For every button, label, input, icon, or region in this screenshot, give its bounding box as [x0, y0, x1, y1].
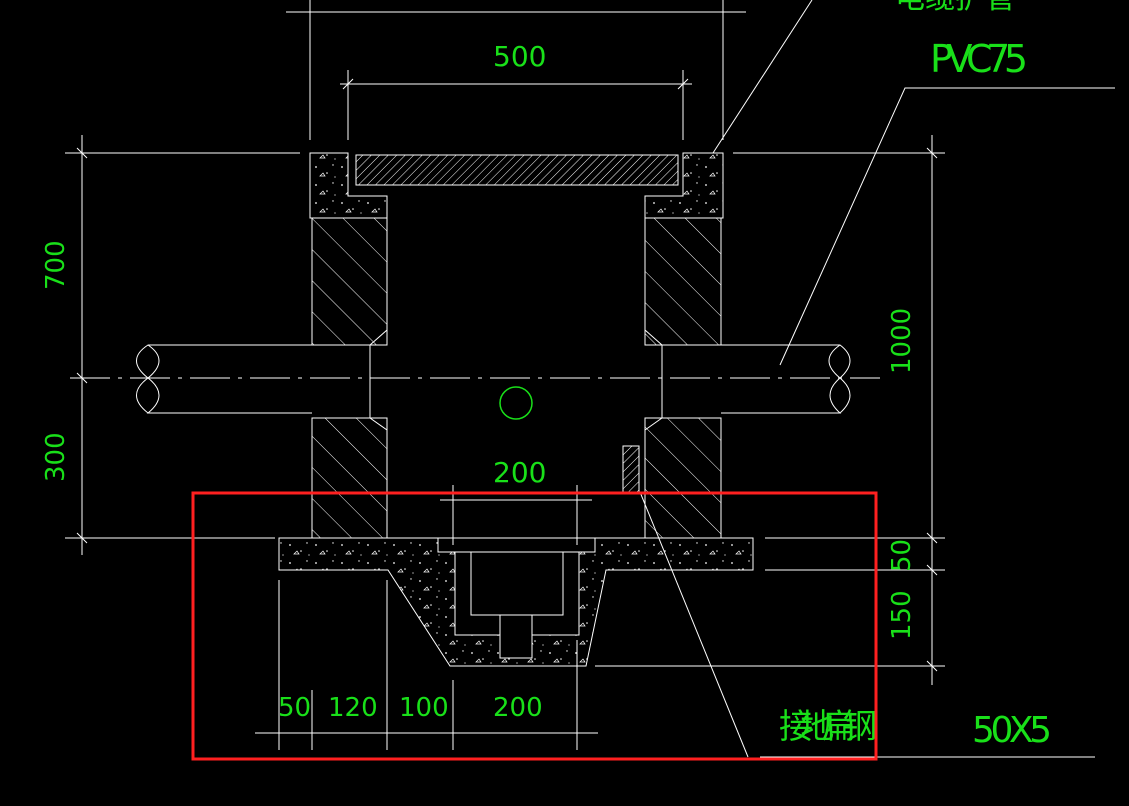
earth-strip-label: 接地扁钢	[779, 707, 877, 747]
left-collar	[309, 152, 388, 219]
dimension-lines	[65, 0, 1115, 758]
top-collar	[309, 152, 724, 219]
dim-50-right: 50	[887, 539, 917, 572]
dim-500: 500	[493, 40, 546, 73]
dim-bottom-50: 50	[278, 693, 311, 723]
dim-bottom-100: 100	[399, 693, 449, 723]
annotations: 电缆护管 PVC75 500 700 300 1000 200 50 150 5…	[41, 0, 1052, 751]
dim-150-right: 150	[887, 590, 917, 640]
dim-1000: 1000	[887, 308, 917, 374]
dim-700: 700	[41, 240, 71, 290]
earth-strip-size: 50X5	[972, 710, 1052, 751]
left-wall-upper	[311, 217, 388, 346]
dim-bottom-120: 120	[328, 693, 378, 723]
right-wall-lower	[644, 417, 722, 539]
pipe-label: PVC75	[930, 37, 1028, 81]
highlight-box	[191, 491, 878, 761]
right-collar	[644, 152, 724, 219]
earth-rod	[622, 445, 640, 493]
manhole-cover	[355, 154, 679, 186]
right-wall-upper	[644, 217, 722, 346]
foundation	[278, 537, 754, 667]
dim-200-mid: 200	[493, 456, 546, 489]
dim-300: 300	[41, 432, 71, 482]
left-pipe	[136, 344, 312, 414]
pipes	[70, 344, 880, 414]
left-wall-lower	[311, 417, 388, 539]
top-note-label: 电缆护管	[895, 0, 1015, 16]
dim-bottom-200: 200	[493, 693, 543, 723]
center-hole	[499, 386, 533, 420]
